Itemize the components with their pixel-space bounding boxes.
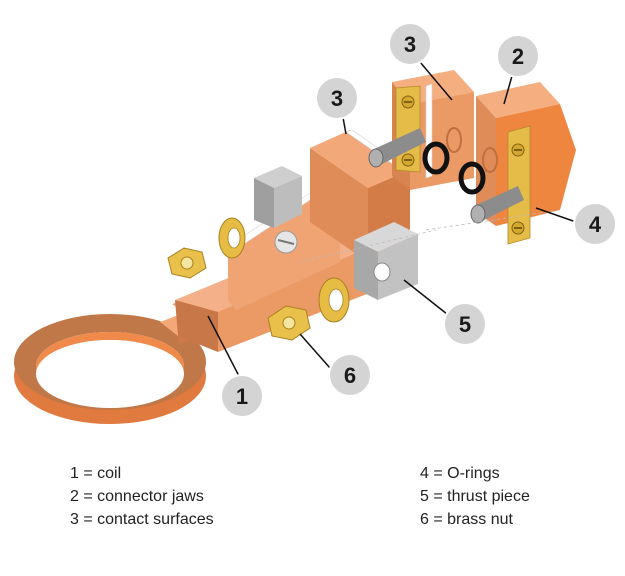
svg-text:6: 6	[344, 363, 356, 388]
brass-washer-lower	[318, 277, 350, 323]
legend-item-connector-jaws: 2 = connector jaws	[70, 488, 204, 505]
callout-3-left: 3	[315, 76, 359, 120]
svg-text:3: 3	[404, 32, 416, 57]
induction-coil-exploded-diagram: 3 2 3 4 5 6 1	[14, 22, 617, 424]
o-ring-upper	[422, 141, 450, 175]
callout-1: 1	[220, 374, 264, 418]
callout-4: 4	[573, 202, 617, 246]
leader-lines	[207, 61, 577, 379]
legend-right: 4 = O-rings 5 = thrust piece 6 = brass n…	[420, 462, 530, 531]
callout-2: 2	[496, 34, 540, 78]
legend-item-contact-surfaces: 3 = contact surfaces	[70, 511, 214, 528]
bolt-lower	[470, 186, 524, 224]
legend-item-thrust-piece: 5 = thrust piece	[420, 488, 530, 505]
legend-item-o-rings: 4 = O-rings	[420, 465, 500, 482]
legend-item-coil: 1 = coil	[70, 465, 122, 482]
legend-item-brass-nut: 6 = brass nut	[420, 511, 513, 528]
brass-washer-upper	[218, 217, 246, 259]
svg-text:1: 1	[236, 384, 248, 409]
svg-text:5: 5	[459, 312, 471, 337]
brass-nut	[267, 305, 311, 341]
bolt-upper	[368, 128, 426, 168]
assembly-guide-lines	[299, 209, 561, 263]
callout-6: 6	[328, 353, 372, 397]
legend-left: 1 = coil 2 = connector jaws 3 = contact …	[70, 462, 214, 531]
steel-bracket-upper	[254, 166, 302, 228]
callout-5: 5	[443, 302, 487, 346]
o-ring-lower	[458, 161, 486, 195]
connector-jaw-right	[476, 82, 576, 245]
brass-nut-left	[167, 247, 207, 279]
svg-text:4: 4	[589, 212, 602, 237]
svg-text:2: 2	[512, 44, 524, 69]
svg-text:3: 3	[331, 86, 343, 111]
callout-3-top: 3	[388, 22, 432, 66]
